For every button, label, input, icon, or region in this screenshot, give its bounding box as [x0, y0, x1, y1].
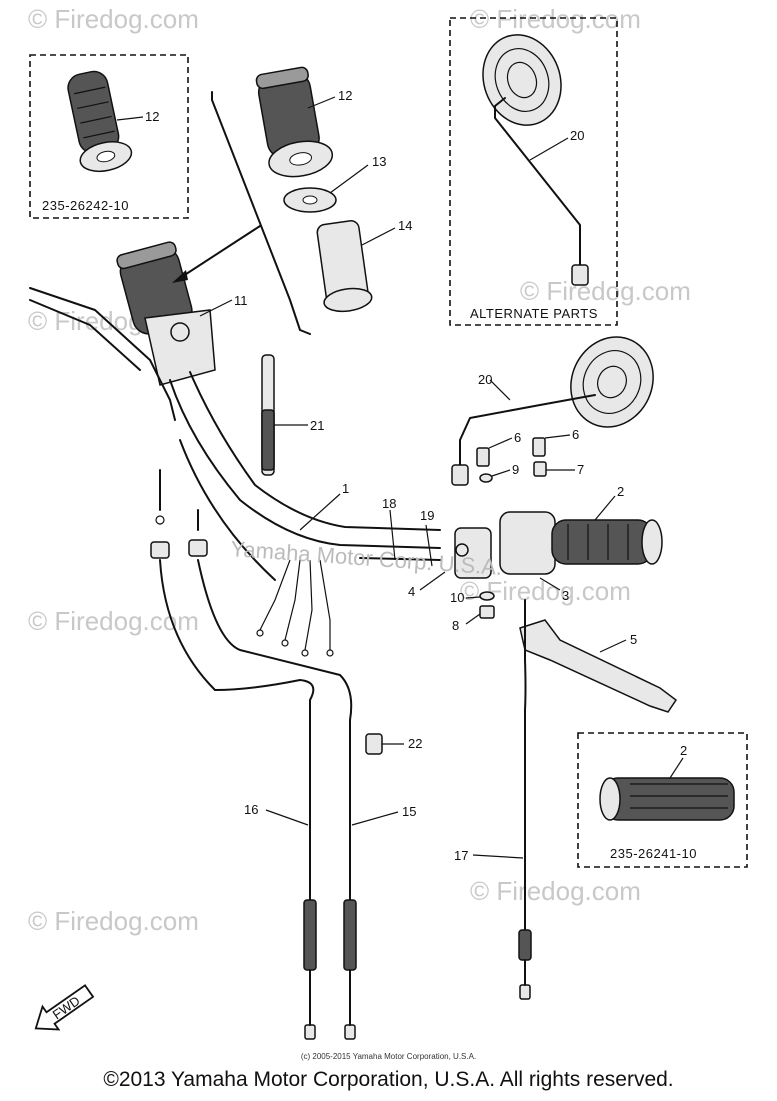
alternate-parts-label: ALTERNATE PARTS — [470, 306, 598, 321]
switch-housing-11 — [144, 309, 216, 386]
wire-harness — [256, 559, 334, 657]
callout-19: 19 — [420, 508, 434, 523]
callout-10: 10 — [450, 590, 464, 605]
watermark-text: © Firedog.com — [28, 606, 199, 636]
callout-14: 14 — [398, 218, 412, 233]
callout-21: 21 — [310, 418, 324, 433]
watermarks: © Firedog.com © Firedog.com © Firedog.co… — [28, 4, 691, 936]
right-grip-2: 2 — [499, 484, 663, 575]
watermark-text: © Firedog.com — [28, 906, 199, 936]
handlebar-1: 1 — [169, 371, 441, 581]
callout-6: 6 — [514, 430, 521, 445]
callout-22: 22 — [408, 736, 422, 751]
copyright-footer: ©2013 Yamaha Motor Corporation, U.S.A. A… — [103, 1068, 674, 1091]
mirror-head-alt — [482, 34, 562, 126]
callout-7: 7 — [577, 462, 584, 477]
callout-18: 18 — [382, 496, 396, 511]
callout-16: 16 — [244, 802, 258, 817]
callout-3: 3 — [562, 588, 569, 603]
pointer-arrow — [179, 225, 261, 279]
callout-13: 13 — [372, 154, 386, 169]
callout-11: 11 — [234, 293, 248, 308]
left-grip-switch: 11 — [116, 225, 261, 386]
callout-15: 15 — [402, 804, 416, 819]
part-number-label: 235-26241-10 — [610, 846, 697, 861]
brake-lever-5: 5 — [519, 619, 678, 713]
callout-2: 2 — [617, 484, 624, 499]
callout-17: 17 — [454, 848, 468, 863]
clutch-lever — [29, 287, 176, 421]
callout-6: 6 — [572, 427, 579, 442]
callout-4: 4 — [408, 584, 415, 599]
alt-mirror-box: 20 ALTERNATE PARTS — [449, 17, 618, 326]
alt-grip-box-left: 12 235-26242-10 — [29, 54, 189, 219]
small-credit: (c) 2005-2015 Yamaha Motor Corporation, … — [300, 1052, 477, 1061]
bolt-hardware: 6 6 9 7 — [476, 427, 584, 483]
watermark-text: © Firedog.com — [470, 4, 641, 34]
callout-12: 12 — [145, 109, 159, 124]
mirror-stem-alt — [494, 97, 581, 266]
watermark-text: © Firedog.com — [470, 876, 641, 906]
part-number-label: 235-26242-10 — [42, 198, 129, 213]
dashed-box — [449, 17, 618, 326]
callout-12: 12 — [338, 88, 352, 103]
bolt-18 — [359, 557, 441, 561]
dashed-box — [577, 732, 748, 868]
cable-strap-21: 21 — [261, 354, 324, 476]
watermark-text: © Firedog.com — [28, 4, 199, 34]
grip-assembly-upper: 12 13 14 — [255, 66, 412, 313]
bracket-3 — [454, 527, 492, 579]
group-bracket — [211, 91, 311, 335]
mirror-20: 20 — [451, 336, 654, 486]
fwd-arrow: FWD — [34, 984, 95, 1031]
watermark-text: © Firedog.com — [520, 276, 691, 306]
callout-20: 20 — [478, 372, 492, 387]
alt-grip-box-right: 2 235-26241-10 — [577, 732, 748, 868]
callout-9: 9 — [512, 462, 519, 477]
callout-8: 8 — [452, 618, 459, 633]
sleeve-14 — [316, 220, 373, 313]
dashed-box — [29, 54, 189, 219]
callout-20: 20 — [570, 128, 584, 143]
callout-2: 2 — [680, 743, 687, 758]
cables: 16 15 17 — [150, 469, 532, 1040]
lever-bracket: 18 19 4 10 8 3 — [359, 496, 569, 633]
grip-12 — [255, 66, 334, 178]
grip-12-alt — [67, 70, 133, 173]
callout-5: 5 — [630, 632, 637, 647]
clip-22: 22 — [365, 733, 422, 755]
watermark-text: © Firedog.com — [460, 576, 631, 606]
callout-1: 1 — [342, 481, 349, 496]
